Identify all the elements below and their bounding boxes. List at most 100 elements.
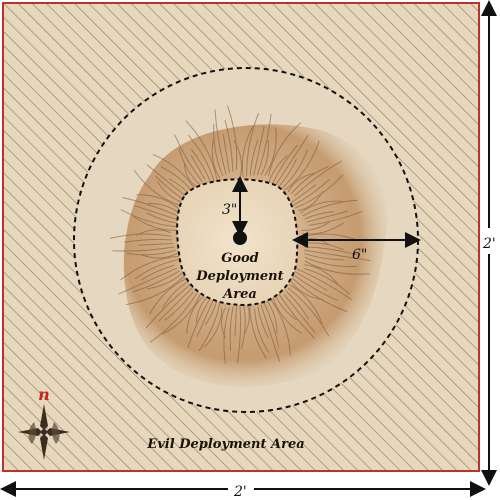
hill-ridge-stroke xyxy=(126,249,176,256)
hill-ridge-stroke xyxy=(281,149,308,190)
hill-ridge-stroke xyxy=(157,181,182,203)
inner-radius-label: 3" xyxy=(222,202,237,218)
hill-ridge-stroke xyxy=(302,199,358,217)
center-objective-marker xyxy=(233,231,247,245)
hill-ridge-stroke xyxy=(274,134,309,187)
hill-ridge-stroke xyxy=(224,119,234,172)
hill-ridge-stroke xyxy=(287,287,330,337)
table-height-label: 2' xyxy=(482,236,496,252)
hill-ridge-stroke xyxy=(308,210,363,226)
good-deployment-boundary xyxy=(176,178,299,307)
hill-ridge-stroke xyxy=(122,197,179,217)
hill-ridge-stroke xyxy=(233,139,242,179)
hill-ridge-stroke xyxy=(277,158,298,188)
hill-ridge-stroke xyxy=(290,281,324,301)
compass-north-label: n xyxy=(38,385,50,404)
hill-ridge-stroke xyxy=(257,306,269,339)
hill-ridge-stroke xyxy=(266,300,278,333)
hill-ridge-stroke xyxy=(133,169,181,206)
hill-ridge-stroke xyxy=(145,281,194,329)
evil-area-label: Evil Deployment Area xyxy=(146,437,304,452)
hill-ridge-stroke xyxy=(134,258,182,280)
hill-ridge-stroke xyxy=(162,294,201,335)
hill-ridge-stroke xyxy=(178,148,201,186)
hill-ridge-stroke xyxy=(140,264,175,281)
compass-rose-icon xyxy=(18,404,70,460)
hill-ridge-stroke xyxy=(158,283,197,322)
hill-ridge-stroke xyxy=(186,295,204,334)
hill-ridge-stroke xyxy=(292,277,348,313)
hill-ridge-stroke xyxy=(120,209,179,228)
hill-ridge-stroke xyxy=(187,134,215,183)
hill-ridge-stroke xyxy=(203,307,223,348)
hill-ridge-stroke xyxy=(135,229,171,236)
hill-ridge-stroke xyxy=(118,267,178,295)
hill-ridge-stroke xyxy=(213,123,224,177)
table-border xyxy=(2,2,480,472)
hill-ridge-stroke xyxy=(132,270,180,293)
hill-ridge-stroke xyxy=(120,255,180,281)
hill-ridge-stroke xyxy=(227,105,238,171)
hill-ridge-stroke xyxy=(292,179,330,207)
hill-ridge-stroke xyxy=(293,274,338,302)
hill-ridge-stroke xyxy=(306,210,349,223)
hill-ridge-stroke xyxy=(149,277,188,315)
hill-ridge-stroke xyxy=(271,144,298,186)
hill-ridge-stroke xyxy=(283,294,316,333)
hill-ridge-stroke xyxy=(289,284,323,324)
hill-ridge-stroke xyxy=(294,271,328,291)
hill-ridge-stroke xyxy=(136,194,180,210)
hill-ridge-stroke xyxy=(174,134,203,183)
hill-ridge-stroke xyxy=(287,172,316,193)
hill-ridge-stroke xyxy=(162,279,191,309)
hill-ridge-stroke xyxy=(260,139,269,176)
hill-ridge-stroke xyxy=(271,295,302,334)
hill-ridge-stroke xyxy=(234,305,237,337)
hill-ridge-stroke xyxy=(150,293,198,343)
hill-ridge-stroke xyxy=(187,297,211,349)
ring-width-label: 6" xyxy=(352,247,367,263)
table-width-label: 2' xyxy=(233,484,247,500)
hill-ridge-stroke xyxy=(285,290,310,320)
hill-ridge-stroke xyxy=(290,166,329,195)
hill-ridge-stroke xyxy=(112,246,175,252)
hill-ridge-stroke xyxy=(284,140,320,191)
hill-ridge-stroke xyxy=(126,275,185,306)
hill-ridge-stroke xyxy=(134,205,179,221)
hill-ridge-stroke xyxy=(264,127,277,176)
hill-ridge-stroke xyxy=(138,243,174,246)
hill-ridge-stroke xyxy=(146,212,179,224)
hill-ridge-stroke xyxy=(146,273,183,290)
hill-ridge-stroke xyxy=(289,184,317,205)
hill-ridge-stroke xyxy=(109,233,172,239)
hill-ridge-stroke xyxy=(195,296,208,324)
hill-ridge-stroke xyxy=(260,304,281,362)
hill-ridge-stroke xyxy=(133,216,179,231)
hill-ridge-stroke xyxy=(263,302,280,348)
hill-ridge-stroke xyxy=(222,134,230,173)
hill-ridge-stroke xyxy=(299,200,344,214)
hill-ridge-stroke xyxy=(152,153,197,192)
good-area-label-line1: Good xyxy=(221,251,259,266)
hill-ridge-stroke xyxy=(301,221,330,231)
hill-ridge-stroke xyxy=(249,301,267,359)
hill-ridge-stroke xyxy=(196,298,215,338)
hill-ridge-lines xyxy=(109,105,371,365)
hill-ridge-stroke xyxy=(303,268,350,295)
good-area-label-line3: Area xyxy=(221,287,257,302)
hill-ridge-stroke xyxy=(256,113,272,176)
good-area-label-line2: Deployment xyxy=(195,269,283,284)
hill-ridge-stroke xyxy=(275,289,316,340)
hill-ridge-stroke xyxy=(185,120,218,181)
hill-ridge-stroke xyxy=(229,306,234,351)
hill-ridge-stroke xyxy=(294,267,353,301)
hill-ridge-stroke xyxy=(304,256,358,268)
hill-ridge-stroke xyxy=(211,138,221,179)
hill-ridge-stroke xyxy=(304,249,371,262)
hill-ridge-stroke xyxy=(304,264,339,286)
hill-ridge-stroke xyxy=(221,307,227,339)
hill-ridge-stroke xyxy=(304,211,334,220)
hill-ridge-stroke xyxy=(304,260,370,275)
hill-ridge-stroke xyxy=(294,160,343,197)
